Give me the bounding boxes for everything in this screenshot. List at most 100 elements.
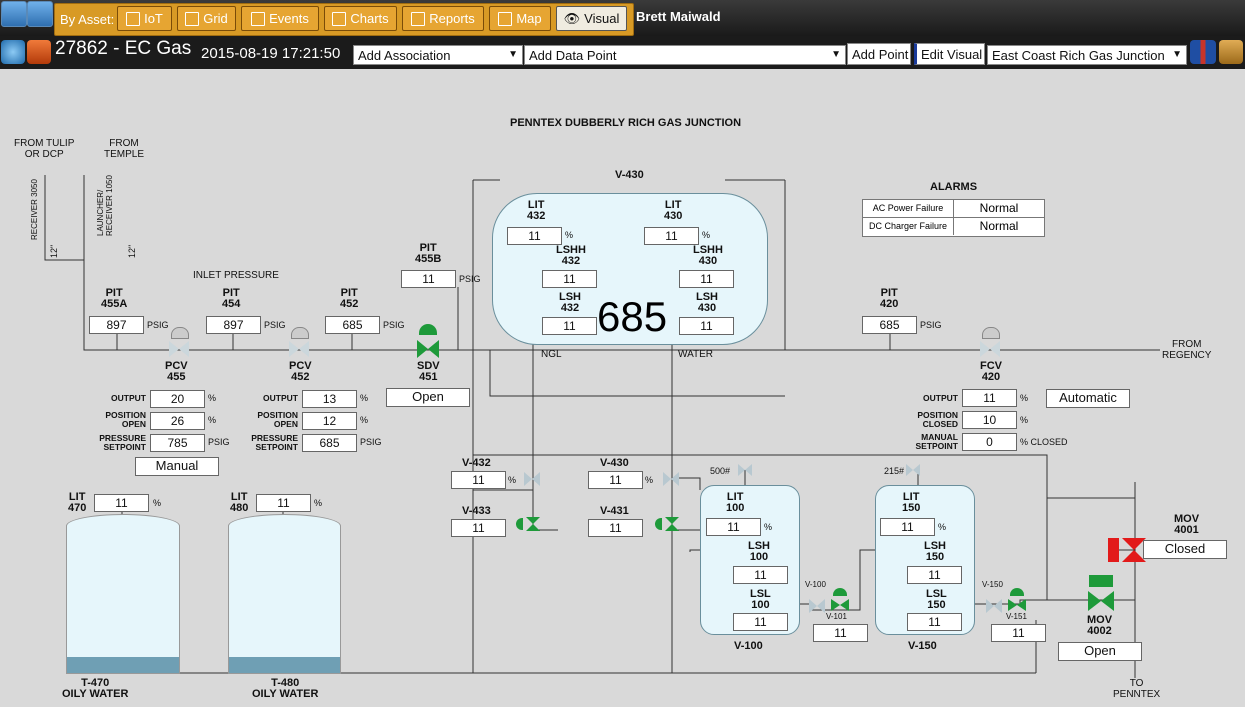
map-pin-icon[interactable] bbox=[1190, 40, 1216, 64]
fcv420-position[interactable]: 10 bbox=[962, 411, 1017, 429]
v431-valve-icon[interactable] bbox=[655, 516, 681, 532]
v432-valve-icon[interactable] bbox=[524, 472, 540, 486]
pipe-size-label: 12" bbox=[127, 244, 137, 258]
mov4002-valve-icon[interactable] bbox=[1088, 575, 1114, 611]
pcv455-tag: PCV 455 bbox=[165, 360, 188, 383]
launcher-1050-label: LAUNCHER/ RECEIVER 1050 bbox=[96, 175, 114, 236]
t470-label: T-470 OILY WATER bbox=[62, 677, 129, 700]
pct-closed-unit: % CLOSED bbox=[1020, 437, 1068, 447]
lit100-tag: LIT 100 bbox=[726, 491, 745, 514]
grid-button[interactable]: Grid bbox=[177, 6, 236, 31]
fcv420-tag: FCV 420 bbox=[980, 360, 1002, 383]
lit432-value: 11 bbox=[507, 227, 562, 245]
alarm-name: DC Charger Failure bbox=[863, 218, 954, 235]
relief-valve-icon[interactable] bbox=[906, 464, 920, 476]
reports-button[interactable]: Reports bbox=[402, 6, 484, 31]
relief-valve-icon[interactable] bbox=[738, 464, 752, 476]
lsh430-value: 11 bbox=[679, 317, 734, 335]
lsh432-value: 11 bbox=[542, 317, 597, 335]
v151-valve-icon[interactable] bbox=[1008, 588, 1026, 612]
fcv420-mode[interactable]: Automatic bbox=[1046, 389, 1130, 408]
v430-tag: V-430 bbox=[615, 169, 644, 181]
v430-valve-icon[interactable] bbox=[663, 472, 679, 486]
pressure-rating-label: 500# bbox=[710, 466, 731, 476]
asset-toolbar: 27862 - EC Gas 2015-08-19 17:21:50 Add A… bbox=[0, 36, 1245, 69]
mov4001-valve-icon[interactable] bbox=[1108, 536, 1146, 564]
lsl100-value: 11 bbox=[733, 613, 788, 631]
psig-unit: PSIG bbox=[383, 320, 405, 330]
alarms-table: AC Power Failure Normal DC Charger Failu… bbox=[862, 199, 1045, 237]
pcv455-output[interactable]: 20 bbox=[150, 390, 205, 408]
asset-icon[interactable] bbox=[27, 40, 51, 64]
sdv451-state[interactable]: Open bbox=[386, 388, 470, 407]
refresh-icon[interactable] bbox=[1, 40, 25, 64]
alarm-name: AC Power Failure bbox=[863, 200, 954, 218]
v101-tag: V-101 bbox=[826, 612, 847, 621]
events-button[interactable]: Events bbox=[241, 6, 319, 31]
pct-unit: % bbox=[1020, 415, 1029, 425]
output-label: OUTPUT bbox=[263, 393, 298, 403]
user-name[interactable]: Brett Maiwald bbox=[636, 9, 721, 24]
lit470-value: 11 bbox=[94, 494, 149, 512]
edit-visual-button[interactable]: Edit Visual bbox=[914, 43, 985, 65]
mov4001-state[interactable]: Closed bbox=[1143, 540, 1227, 559]
search-icon[interactable] bbox=[27, 1, 53, 27]
lit432-tag: LIT 432 bbox=[527, 199, 546, 222]
pct-unit: % bbox=[565, 230, 574, 240]
lshh430-tag: LSHH 430 bbox=[693, 244, 723, 267]
add-association-select[interactable]: Add Association▼ bbox=[353, 45, 523, 65]
lit150-tag: LIT 150 bbox=[902, 491, 921, 514]
iot-button[interactable]: IoT bbox=[117, 6, 172, 31]
mov4002-state[interactable]: Open bbox=[1058, 642, 1142, 661]
psig-unit: PSIG bbox=[360, 437, 382, 447]
pcv455-position[interactable]: 26 bbox=[150, 412, 205, 430]
visual-select[interactable]: East Coast Rich Gas Junction▼ bbox=[987, 45, 1187, 65]
fcv420-output[interactable]: 11 bbox=[962, 389, 1017, 407]
lsh430-tag: LSH 430 bbox=[696, 291, 718, 314]
fcv420-setpoint[interactable]: 0 bbox=[962, 433, 1017, 451]
pit455b-tag: PIT 455B bbox=[415, 242, 442, 265]
v151-tag: V-151 bbox=[1006, 612, 1027, 621]
tank-water-level bbox=[229, 657, 340, 673]
lsl100-tag: LSL 100 bbox=[750, 588, 771, 611]
pcv452-setpoint[interactable]: 685 bbox=[302, 434, 357, 452]
pressure-setpoint-label: PRESSURE SETPOINT bbox=[99, 433, 146, 452]
fcv420-valve-icon[interactable] bbox=[980, 327, 1000, 357]
output-label: OUTPUT bbox=[923, 393, 958, 403]
t480-tank bbox=[228, 514, 341, 674]
pcv455-mode[interactable]: Manual bbox=[135, 457, 219, 476]
box-icon[interactable] bbox=[1219, 40, 1243, 64]
ngl-label: NGL bbox=[541, 349, 562, 360]
map-button[interactable]: Map bbox=[489, 6, 551, 31]
alarm-status: Normal bbox=[954, 200, 1044, 218]
v101-valve-icon[interactable] bbox=[831, 588, 849, 612]
sdv451-tag: SDV 451 bbox=[417, 360, 440, 383]
v433-valve-icon[interactable] bbox=[516, 516, 542, 532]
mov4002-tag: MOV 4002 bbox=[1087, 614, 1113, 637]
v430-valve-tag: V-430 bbox=[600, 457, 629, 469]
grid-icon bbox=[185, 11, 200, 26]
position-open-label: POSITION OPEN bbox=[257, 410, 298, 429]
piping-diagram bbox=[44, 175, 1160, 678]
v150-vessel bbox=[875, 485, 975, 635]
charts-button[interactable]: Charts bbox=[324, 6, 397, 31]
sdv451-valve-icon[interactable] bbox=[417, 324, 439, 358]
pcv455-valve-icon[interactable] bbox=[169, 327, 189, 357]
from-tulip-label: FROM TULIP OR DCP bbox=[14, 138, 75, 160]
lit470-tag: LIT 470 bbox=[68, 491, 87, 514]
pcv452-position[interactable]: 12 bbox=[302, 412, 357, 430]
visual-button[interactable]: 👁Visual bbox=[556, 6, 627, 31]
v431-tag: V-431 bbox=[600, 505, 629, 517]
settings-icon[interactable] bbox=[1, 1, 27, 27]
pct-unit: % bbox=[645, 475, 654, 485]
pct-unit: % bbox=[208, 393, 217, 403]
pressure-setpoint-label: PRESSURE SETPOINT bbox=[251, 433, 298, 452]
pcv455-setpoint[interactable]: 785 bbox=[150, 434, 205, 452]
v150-valve-icon[interactable] bbox=[986, 597, 1002, 613]
add-point-button[interactable]: Add Point bbox=[847, 43, 911, 65]
v100-valve-icon[interactable] bbox=[809, 597, 825, 613]
add-data-point-select[interactable]: Add Data Point▼ bbox=[524, 45, 846, 65]
pcv452-valve-icon[interactable] bbox=[289, 327, 309, 357]
pcv452-output[interactable]: 13 bbox=[302, 390, 357, 408]
lsh150-value: 11 bbox=[907, 566, 962, 584]
